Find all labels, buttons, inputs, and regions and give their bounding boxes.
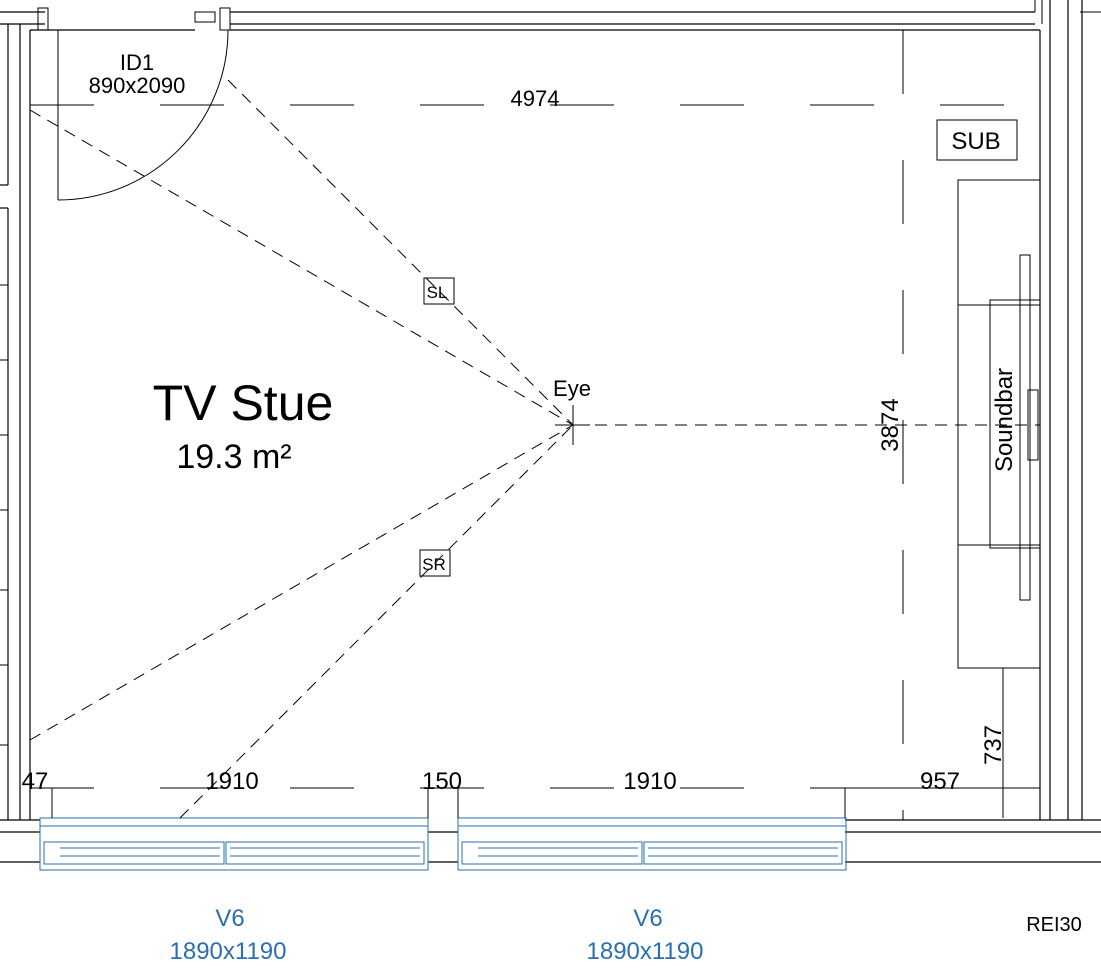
dim-top-width: 4974 <box>511 86 560 111</box>
eye-marker <box>555 405 590 445</box>
speaker-left-box <box>423 277 455 305</box>
speaker-left-label: SL <box>427 283 448 302</box>
dim-bottom-right-gap: 957 <box>920 768 960 795</box>
sight-lines <box>29 79 574 819</box>
dim-bottom-window2: 1910 <box>623 768 676 795</box>
dim-right-height: 3874 <box>877 398 904 451</box>
soundbar-label: Soundbar <box>991 368 1018 472</box>
room-area: 19.3 m² <box>176 438 291 476</box>
speaker-right-box <box>419 549 451 577</box>
door-id: ID1 <box>120 50 154 75</box>
room-name: TV Stue <box>153 375 334 431</box>
door-swing <box>57 29 229 201</box>
dim-right-small: 737 <box>980 725 1007 765</box>
window-1-id: V6 <box>215 905 244 932</box>
door-size: 890x2090 <box>89 73 186 98</box>
eye-label: Eye <box>553 376 591 401</box>
window-1 <box>39 817 429 871</box>
sub-label: SUB <box>951 128 1000 155</box>
dim-bottom-window1: 1910 <box>205 768 258 795</box>
dimension-lines <box>30 30 1040 820</box>
tv-unit <box>957 179 1041 669</box>
walls <box>0 0 1101 863</box>
speaker-right-label: SR <box>422 555 446 574</box>
fire-rating: REI30 <box>1026 914 1082 936</box>
dim-bottom-mid-gap: 150 <box>422 768 462 795</box>
window-1-size: 1890x1190 <box>170 938 287 965</box>
window-2-id: V6 <box>633 905 662 932</box>
sub-box <box>936 119 1018 161</box>
window-2 <box>457 817 847 871</box>
window-2-size: 1890x1190 <box>587 938 704 965</box>
dim-bottom-left-gap: 47 <box>22 768 49 795</box>
